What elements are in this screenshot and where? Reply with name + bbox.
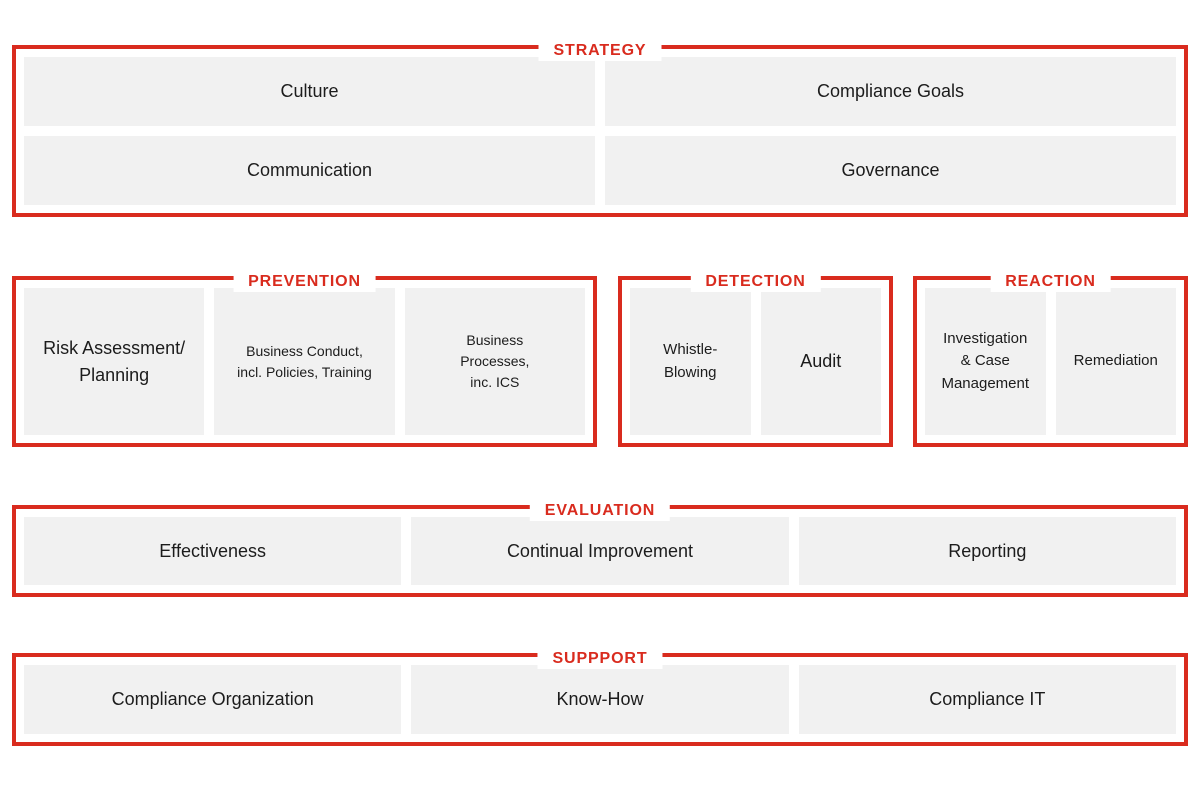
box-compliance-goals: Compliance Goals [605,57,1176,126]
box-risk-assessment-planning: Risk Assessment/ Planning [24,288,205,435]
section-title-reaction: REACTION [990,272,1111,292]
section-title-suppport: SUPPPORT [537,649,663,669]
section-prevention: PREVENTION Risk Assessment/ Planning Bus… [12,272,597,447]
section-evaluation: EVALUATION Effectiveness Continual Impro… [12,501,1188,597]
box-governance: Governance [605,136,1176,205]
suppport-grid: Compliance Organization Know-How Complia… [16,657,1184,742]
box-business-processes: Business Processes, inc. ICS [404,288,585,435]
prevention-grid: Risk Assessment/ Planning Business Condu… [16,280,593,443]
section-title-evaluation: EVALUATION [529,501,671,521]
section-title-detection: DETECTION [690,272,821,292]
section-title-strategy: STRATEGY [538,41,662,61]
detection-grid: Whistle- Blowing Audit [622,280,889,443]
box-know-how: Know-How [411,665,789,734]
section-suppport: SUPPPORT Compliance Organization Know-Ho… [12,649,1188,746]
evaluation-grid: Effectiveness Continual Improvement Repo… [16,509,1184,593]
box-culture: Culture [24,57,595,126]
box-effectiveness: Effectiveness [24,517,402,585]
box-remediation: Remediation [1055,288,1176,435]
section-detection: DETECTION Whistle- Blowing Audit [618,272,893,447]
section-strategy: STRATEGY Culture Compliance Goals Commun… [12,41,1188,217]
box-communication: Communication [24,136,595,205]
strategy-grid: Culture Compliance Goals Communication G… [16,49,1184,213]
box-audit: Audit [760,288,881,435]
box-reporting: Reporting [798,517,1176,585]
box-compliance-it: Compliance IT [798,665,1176,734]
section-reaction: REACTION Investigation & Case Management… [913,272,1188,447]
reaction-grid: Investigation & Case Management Remediat… [917,280,1184,443]
section-title-prevention: PREVENTION [233,272,376,292]
box-whistle-blowing: Whistle- Blowing [630,288,751,435]
box-continual-improvement: Continual Improvement [411,517,789,585]
box-compliance-organization: Compliance Organization [24,665,402,734]
box-business-conduct: Business Conduct, incl. Policies, Traini… [214,288,395,435]
box-investigation-case-management: Investigation & Case Management [925,288,1046,435]
